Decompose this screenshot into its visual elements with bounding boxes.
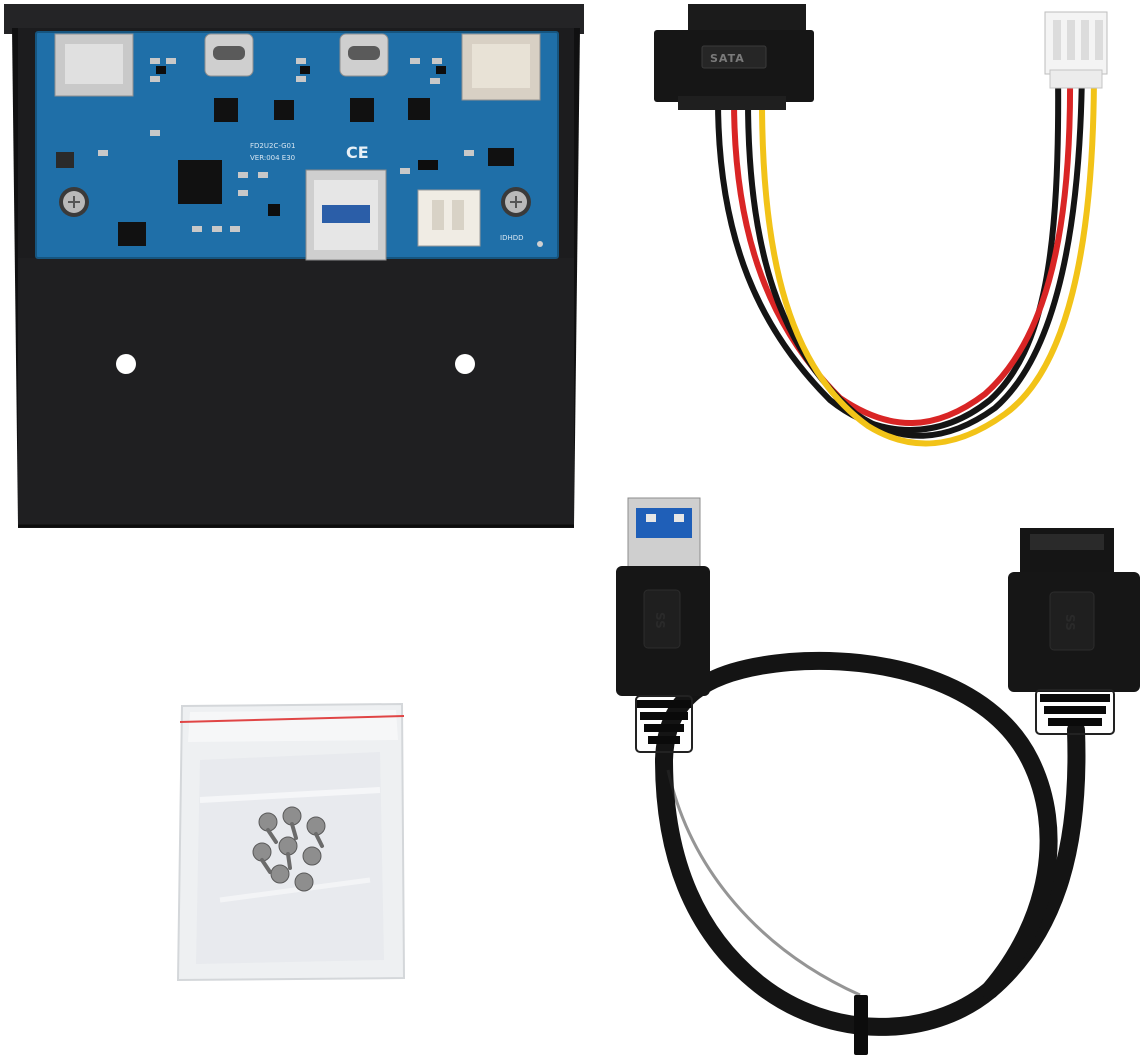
usb-c-port-right	[339, 33, 389, 77]
usb3-extension-cable: SS SS	[616, 497, 1140, 1055]
usb-a-port-right	[461, 33, 541, 101]
sata-power-connector: SATA	[654, 4, 814, 110]
pcb-model-text: FD2U2C-G01	[250, 142, 295, 150]
front-panel-usb-hub: FD2U2C-G01 VER:004 E30 CE IDHDD	[4, 4, 584, 528]
ce-mark: CE	[346, 143, 369, 162]
sata-power-adapter-cable: SATA	[654, 4, 1108, 447]
sata-label: SATA	[710, 52, 745, 65]
usb-c-port-left	[204, 33, 254, 77]
usb-a-port-center	[305, 169, 387, 261]
small-chip	[118, 222, 146, 246]
pcb-port-text: IDHDD	[500, 234, 524, 242]
four-pin-power-connector	[1044, 11, 1108, 89]
usb-header-plug: SS	[1008, 528, 1140, 735]
screw-bag	[176, 702, 406, 982]
mounting-hole-left	[116, 354, 136, 374]
usb-a-port-left	[54, 33, 134, 97]
pcb-screw-right	[501, 187, 531, 217]
mounting-hole-right	[455, 354, 475, 374]
pcb-version-text: VER:004 E30	[250, 154, 295, 162]
ss-mark-plug: SS	[653, 612, 667, 629]
pcb-screw-left	[59, 187, 89, 217]
screws	[252, 806, 326, 892]
controller-chip	[178, 160, 222, 204]
pcb-power-header	[417, 189, 481, 247]
usb-a-plug: SS	[616, 497, 710, 753]
cable-clip	[854, 995, 868, 1055]
ss-mark-header: SS	[1063, 614, 1077, 631]
